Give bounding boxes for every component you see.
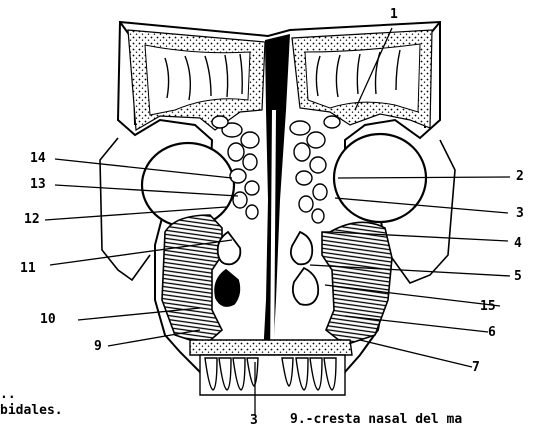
label-6: 6: [488, 326, 496, 339]
label-5: 5: [514, 270, 522, 283]
left-orbit: [142, 143, 234, 227]
label-12: 12: [24, 213, 40, 226]
orbits: [142, 134, 426, 227]
palate-and-teeth: [190, 340, 352, 395]
label-10: 10: [40, 313, 56, 326]
label-11: 11: [20, 262, 36, 275]
label-7: 7: [472, 361, 480, 374]
label-3: 3: [516, 207, 524, 220]
caption-fragment-bottom-left: bidales.: [0, 404, 63, 417]
label-13: 13: [30, 178, 46, 191]
label-1: 1: [390, 8, 398, 21]
label-14: 14: [30, 152, 46, 165]
label-4: 4: [514, 237, 522, 250]
label-2: 2: [516, 170, 524, 183]
caption-fragment-bottom-right: 9.-cresta nasal del ma: [290, 413, 462, 426]
caption-fragment-top-left: ..: [0, 388, 16, 401]
nasal-septum: [262, 34, 290, 375]
label-9: 9: [94, 340, 102, 353]
label-15: 15: [480, 300, 496, 313]
label-3-bottom: 3: [250, 414, 258, 427]
